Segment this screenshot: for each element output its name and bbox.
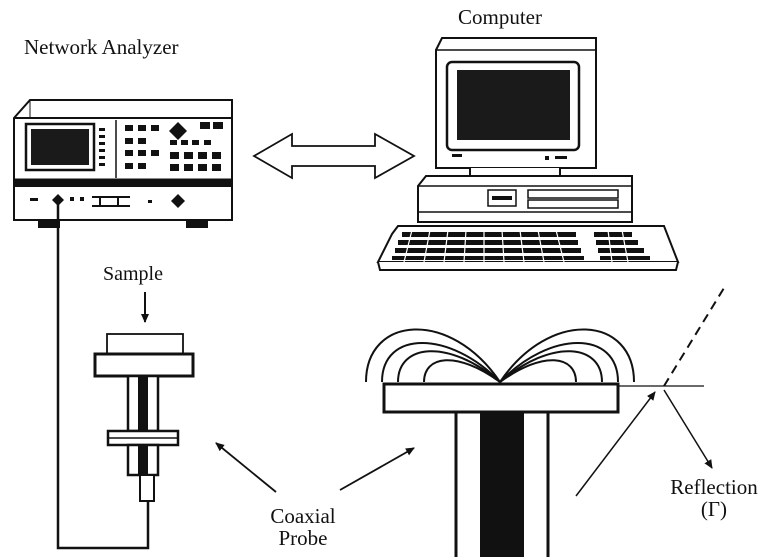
coaxial-label-line2: Probe: [278, 526, 328, 551]
network-analyzer-label: Network Analyzer: [24, 35, 179, 59]
sample-holder: [93, 292, 195, 502]
computer-label: Computer: [458, 5, 542, 29]
double-arrow-icon: [252, 132, 416, 180]
probe-cross-section: [365, 328, 704, 557]
coaxial-probe-arrows: [215, 442, 415, 493]
reflection-label: Reflection (Γ): [648, 476, 780, 520]
coaxial-cable: [56, 200, 150, 550]
sample-label: Sample: [103, 263, 163, 285]
computer-icon: [376, 37, 680, 271]
network-analyzer-icon: [13, 99, 233, 228]
reflection-label-line1: Reflection: [670, 475, 758, 499]
coaxial-label-line1: Coaxial: [270, 504, 336, 528]
reflection-rays: [575, 287, 725, 497]
reflection-symbol: (Γ): [700, 497, 728, 522]
coaxial-probe-label: Coaxial Probe: [248, 505, 358, 549]
